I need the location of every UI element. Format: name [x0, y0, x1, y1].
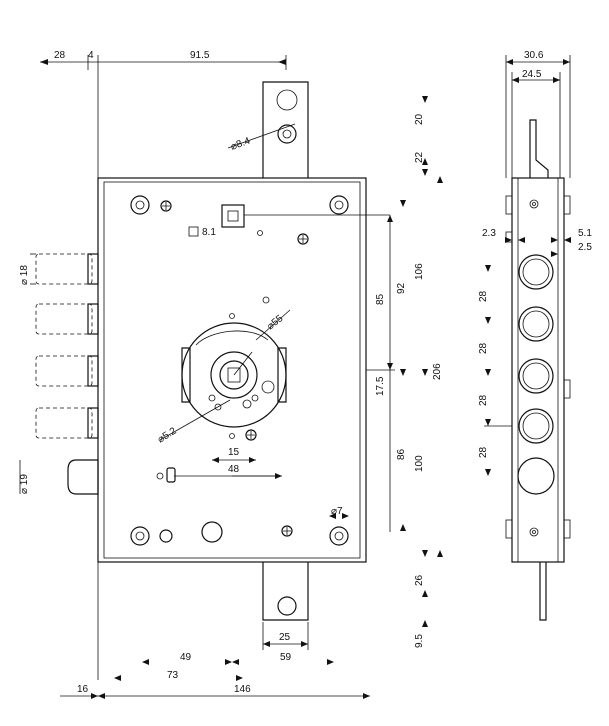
dim-4-top: 4	[88, 50, 94, 61]
rivet-holes	[130, 195, 349, 546]
dim-24-5: 24.5	[522, 69, 542, 80]
dim-9-5: 9.5	[414, 634, 425, 648]
dim-16: 16	[77, 684, 89, 695]
front-view-dimensions: 28 4 91.5 ⌀8.4 8.1 ⌀ 18 ⌀ 19 ⌀55 ⌀5.2 15…	[19, 50, 443, 699]
square-follower	[221, 204, 390, 228]
dim-17-5: 17.5	[375, 376, 386, 396]
dim-73: 73	[167, 670, 179, 681]
cylinder-assembly	[181, 322, 287, 428]
screw-icons	[160, 200, 309, 537]
dim-5-1: 5.1	[578, 228, 592, 239]
dim-2-5: 2.5	[578, 242, 592, 253]
dim-2-3: 2.3	[482, 228, 496, 239]
dim-22: 22	[414, 151, 425, 163]
dim-106: 106	[414, 263, 425, 280]
dim-20: 20	[414, 113, 425, 125]
dim-28-b: 28	[478, 342, 489, 354]
dim-28-d: 28	[478, 446, 489, 458]
dim-dia-5-2: ⌀5.2	[156, 425, 179, 445]
dim-dia-7: ⌀7	[331, 506, 343, 517]
dim-25: 25	[279, 632, 291, 643]
dim-15: 15	[228, 447, 240, 458]
side-view-dimensions: 30.6 24.5 2.3 5.1 2.5 28 28 28 28	[478, 50, 592, 476]
dim-30-6: 30.6	[524, 50, 544, 61]
dim-28-a: 28	[478, 290, 489, 302]
dim-dia-19: ⌀ 19	[19, 474, 30, 494]
dim-dia-8-4: ⌀8.4	[229, 136, 252, 153]
dim-91-5-top: 91.5	[190, 50, 210, 61]
square-symbol	[188, 226, 199, 237]
dim-86: 86	[396, 448, 407, 460]
dim-85: 85	[375, 293, 386, 305]
dim-26: 26	[414, 574, 425, 586]
dim-28-top: 28	[54, 50, 66, 61]
dim-dia-18: ⌀ 18	[19, 265, 30, 285]
lever	[166, 467, 176, 483]
dim-59: 59	[280, 652, 292, 663]
side-bolt-ends	[517, 254, 555, 495]
latch-bolt	[67, 459, 99, 495]
dim-100: 100	[414, 455, 425, 472]
dim-92: 92	[396, 282, 407, 294]
dim-48: 48	[228, 464, 240, 475]
deadbolts	[30, 253, 99, 439]
dim-49: 49	[180, 652, 192, 663]
dim-146: 146	[234, 684, 251, 695]
dim-206: 206	[432, 363, 443, 380]
square-label: 8.1	[202, 227, 216, 238]
dim-28-c: 28	[478, 394, 489, 406]
lock-side-view	[505, 119, 571, 621]
lock-body-front-view	[30, 81, 390, 621]
